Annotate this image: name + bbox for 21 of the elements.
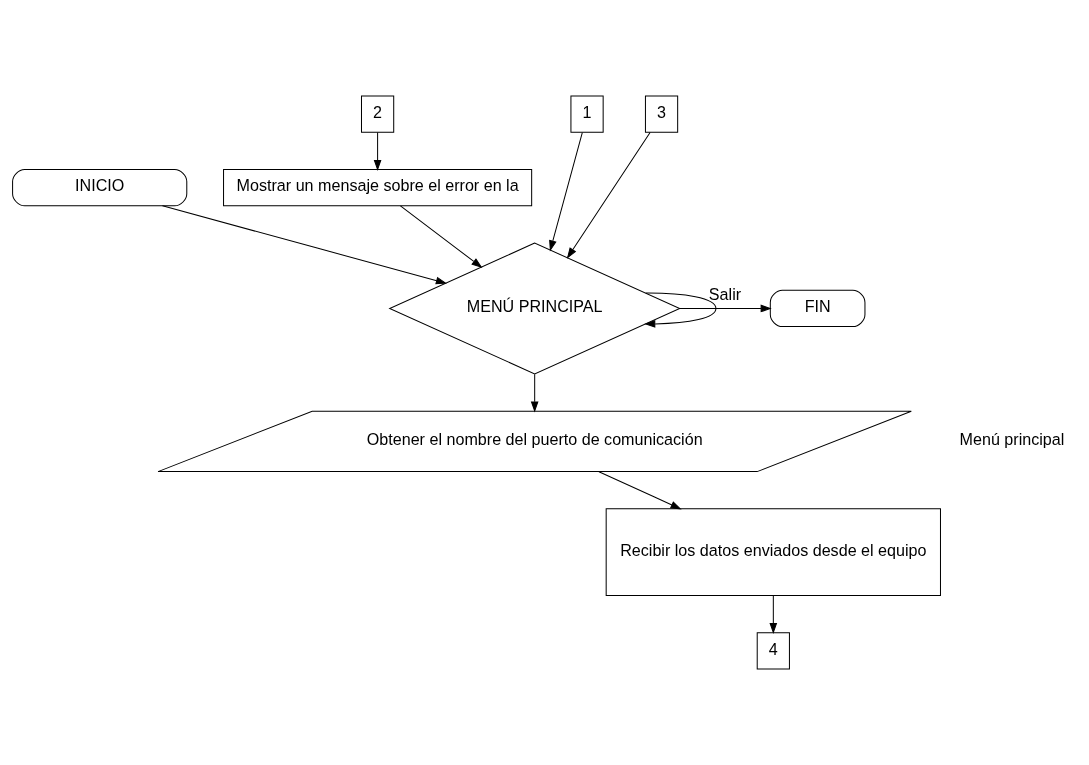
node-box: 4 bbox=[756, 632, 790, 670]
node-box: 2 bbox=[361, 95, 395, 133]
arrow bbox=[530, 373, 539, 413]
edge-label: Salir bbox=[708, 285, 742, 304]
label: Menú principal bbox=[959, 430, 1065, 449]
node-box: INICIO bbox=[12, 169, 188, 207]
arrow bbox=[598, 471, 682, 510]
arrow bbox=[679, 304, 772, 313]
arrow bbox=[399, 205, 483, 268]
arrow bbox=[566, 132, 651, 259]
arrow bbox=[549, 132, 583, 252]
arrow bbox=[769, 595, 778, 634]
arrow bbox=[161, 205, 447, 285]
arrow bbox=[644, 292, 717, 328]
node-box: Recibir los datos enviados desde el equipo bbox=[605, 508, 941, 596]
node-box: FIN bbox=[769, 289, 866, 328]
arrow bbox=[373, 131, 382, 172]
node-box: 1 bbox=[570, 95, 604, 133]
node-box: 3 bbox=[644, 95, 679, 133]
node-box: Mostrar un mensaje sobre el error en la bbox=[223, 169, 533, 207]
node-diamond: MENÚ PRINCIPAL bbox=[388, 242, 681, 375]
